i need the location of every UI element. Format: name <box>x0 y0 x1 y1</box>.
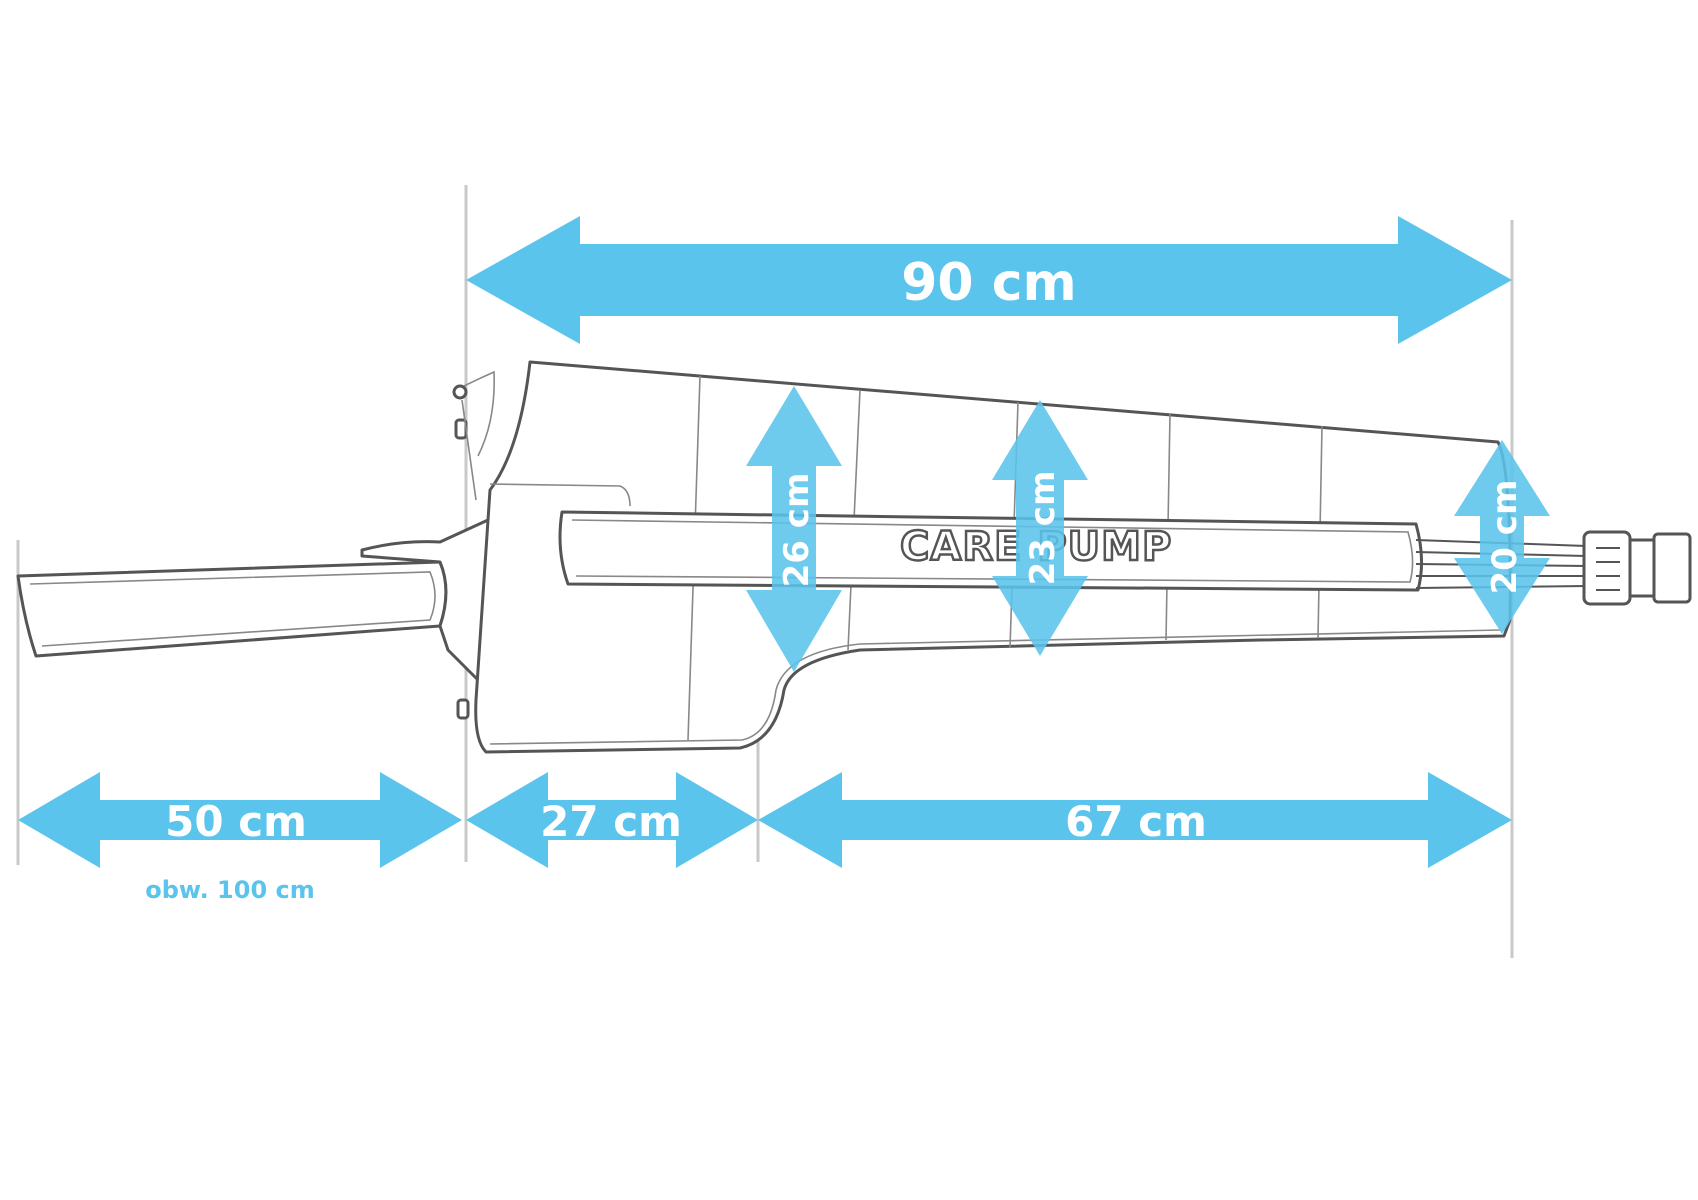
arrow-height-3 <box>1454 440 1550 634</box>
logo-band-inner <box>571 519 1414 583</box>
arrow-strap-length <box>18 772 462 868</box>
label-height-2: 23 cm <box>1023 471 1063 586</box>
arrow-height-2 <box>992 400 1088 656</box>
sleeve-bottom-seam <box>489 629 1501 745</box>
label-height-3: 20 cm <box>1485 480 1525 595</box>
label-strap-circumference: obw. 100 cm <box>145 876 314 904</box>
hook-line <box>461 399 477 501</box>
label-height-1: 26 cm <box>777 473 817 588</box>
arrow-total-length <box>466 216 1512 344</box>
hook-bottom <box>456 698 470 720</box>
label-total-length: 90 cm <box>901 253 1076 313</box>
hook-cord <box>459 370 495 457</box>
foot-panel-line <box>489 483 631 507</box>
strap-inner-line <box>29 571 436 647</box>
label-strap-length: 50 cm <box>165 797 307 846</box>
hook-top <box>452 384 468 400</box>
arrow-leg-length <box>758 772 1512 868</box>
arrow-foot-length <box>466 772 758 868</box>
strap-connector <box>360 518 490 692</box>
strap-band <box>16 560 448 658</box>
arrow-height-1 <box>746 386 842 672</box>
label-leg-length: 67 cm <box>1065 797 1207 846</box>
connector-plug <box>1582 530 1692 606</box>
label-foot-length: 27 cm <box>540 797 682 846</box>
